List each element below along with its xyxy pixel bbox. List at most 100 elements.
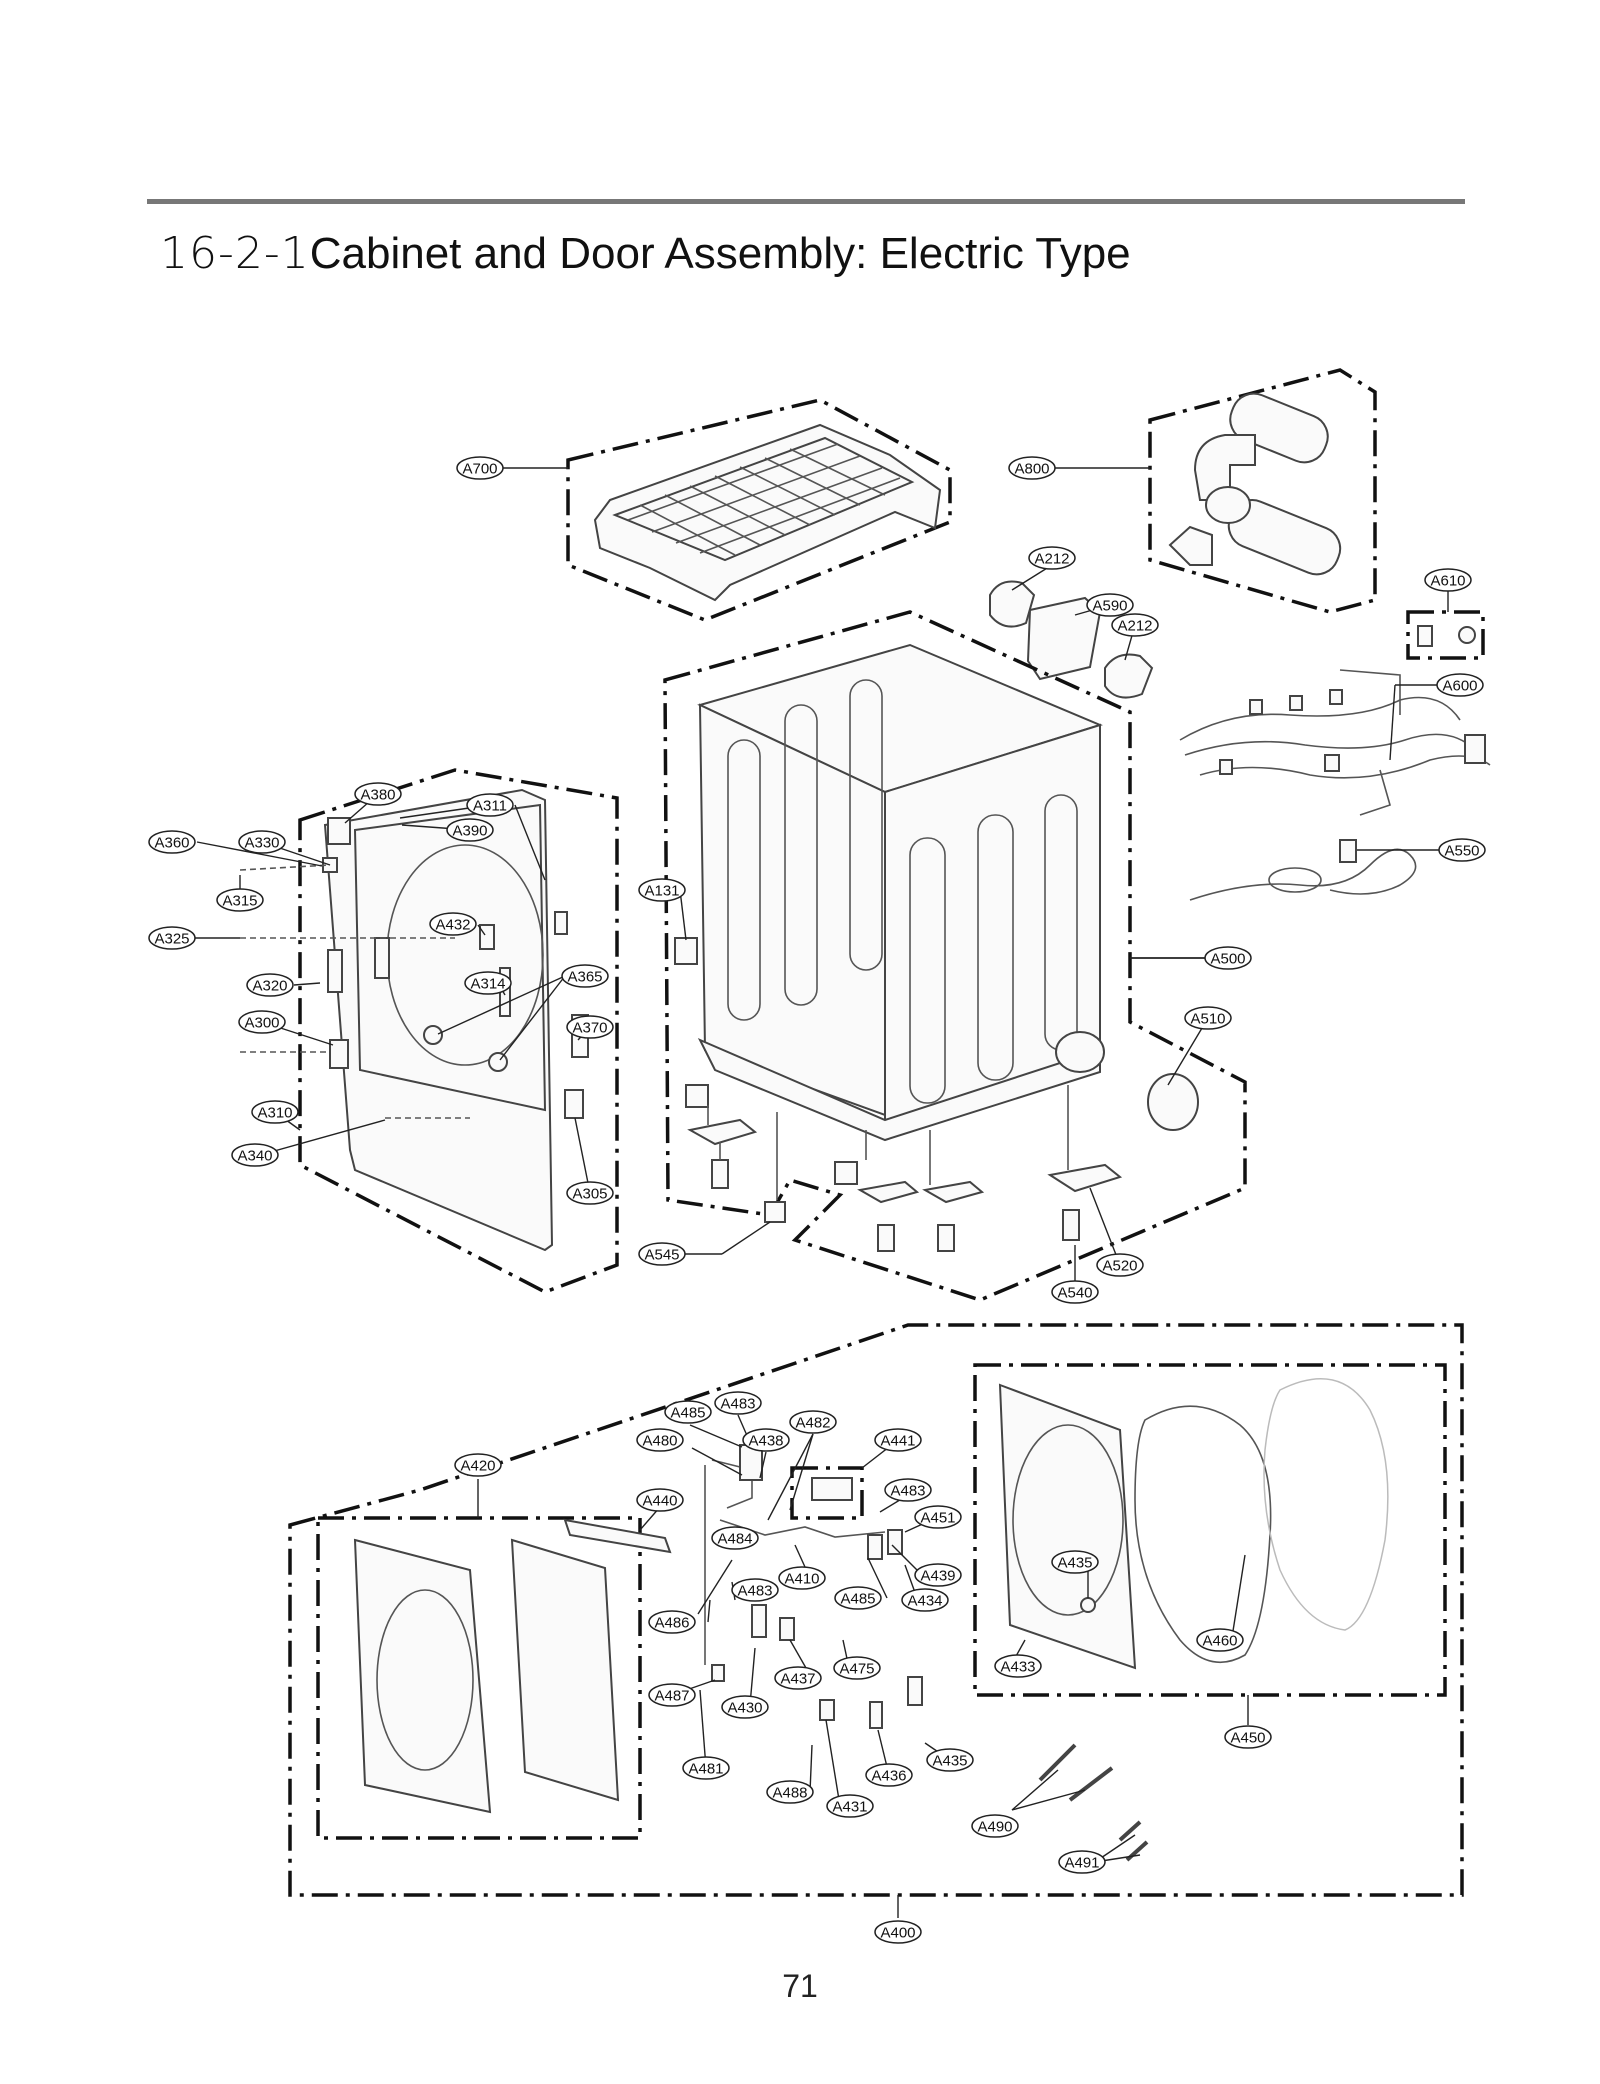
svg-text:A600: A600: [1442, 678, 1477, 695]
drying-rack-group: [566, 398, 952, 622]
callout-a490: A490: [971, 1814, 1019, 1838]
svg-text:A420: A420: [460, 1458, 495, 1475]
callout-a437: A437: [774, 1666, 822, 1690]
svg-text:A439: A439: [920, 1568, 955, 1585]
callout-a310: A310: [251, 1100, 299, 1124]
callout-a482: A482: [789, 1410, 837, 1434]
callout-a438: A438: [742, 1428, 790, 1452]
callout-a480: A480: [636, 1428, 684, 1452]
section-number: 16-2-1: [160, 228, 310, 279]
svg-text:A481: A481: [688, 1761, 723, 1778]
callout-a450: A450: [1224, 1725, 1272, 1749]
callout-a420: A420: [454, 1453, 502, 1477]
page-number: 71: [782, 1968, 818, 2004]
svg-text:A520: A520: [1102, 1258, 1137, 1275]
page-title: 16-2-1Cabinet and Door Assembly: Electri…: [160, 228, 1131, 279]
svg-text:A360: A360: [154, 835, 189, 852]
svg-text:A485: A485: [670, 1405, 705, 1422]
callout-a212: A212: [1111, 613, 1159, 637]
callout-a545: A545: [638, 1242, 686, 1266]
svg-text:A437: A437: [780, 1671, 815, 1688]
svg-text:A410: A410: [784, 1571, 819, 1588]
callout-a432: A432: [429, 912, 477, 936]
callout-a430: A430: [721, 1695, 769, 1719]
svg-text:A540: A540: [1057, 1285, 1092, 1302]
svg-text:A310: A310: [257, 1105, 292, 1122]
callout-a305: A305: [566, 1181, 614, 1205]
callout-a433: A433: [994, 1654, 1042, 1678]
svg-text:A610: A610: [1430, 573, 1465, 590]
svg-text:A800: A800: [1014, 461, 1049, 478]
callout-a325: A325: [148, 926, 196, 950]
callout-a510: A510: [1184, 1006, 1232, 1030]
svg-text:A550: A550: [1444, 843, 1479, 860]
callout-a380: A380: [354, 782, 402, 806]
callout-a330: A330: [238, 830, 286, 854]
round-cover-a510: [1147, 1073, 1199, 1131]
door-assembly-group: [288, 1323, 1464, 1897]
svg-text:A431: A431: [832, 1799, 867, 1816]
svg-text:A435: A435: [1057, 1555, 1092, 1572]
svg-text:A432: A432: [435, 917, 470, 934]
callout-a212: A212: [1028, 546, 1076, 570]
callout-a485: A485: [664, 1400, 712, 1424]
svg-text:A380: A380: [360, 787, 395, 804]
callout-a435: A435: [926, 1748, 974, 1772]
svg-text:A487: A487: [654, 1688, 689, 1705]
svg-text:A435: A435: [932, 1753, 967, 1770]
callout-a390: A390: [446, 818, 494, 842]
cabinet-group: [663, 610, 1247, 1302]
callout-a540: A540: [1051, 1280, 1099, 1304]
svg-text:A475: A475: [839, 1661, 874, 1678]
svg-text:A450: A450: [1230, 1730, 1265, 1747]
svg-text:A314: A314: [470, 976, 505, 993]
hinge-brackets: [989, 580, 1154, 699]
svg-text:A370: A370: [572, 1020, 607, 1037]
svg-text:A433: A433: [1000, 1659, 1035, 1676]
callout-a131: A131: [638, 878, 686, 902]
callout-a314: A314: [464, 971, 512, 995]
svg-text:A500: A500: [1210, 951, 1245, 968]
svg-text:A315: A315: [222, 893, 257, 910]
callout-a800: A800: [1008, 456, 1056, 480]
power-cord: [1189, 839, 1417, 901]
wire-harness: [1179, 669, 1491, 816]
svg-text:A482: A482: [795, 1415, 830, 1432]
callout-a441: A441: [874, 1428, 922, 1452]
svg-text:A483: A483: [737, 1583, 772, 1600]
callout-a700: A700: [456, 456, 504, 480]
callout-a483: A483: [731, 1578, 779, 1602]
svg-text:A491: A491: [1064, 1855, 1099, 1872]
svg-text:A300: A300: [244, 1015, 279, 1032]
svg-text:A486: A486: [654, 1615, 689, 1632]
callout-a485: A485: [834, 1586, 882, 1610]
callout-a550: A550: [1438, 838, 1486, 862]
a610-group: [1406, 610, 1485, 660]
svg-text:A483: A483: [890, 1483, 925, 1500]
callout-a475: A475: [833, 1656, 881, 1680]
callout-a440: A440: [636, 1488, 684, 1512]
front-panel-group: [239, 768, 619, 1294]
callout-a400: A400: [874, 1920, 922, 1944]
svg-text:A485: A485: [840, 1591, 875, 1608]
callout-a439: A439: [914, 1563, 962, 1587]
svg-text:A212: A212: [1117, 618, 1152, 635]
callout-a590: A590: [1086, 593, 1134, 617]
svg-text:A340: A340: [237, 1148, 272, 1165]
callout-a460: A460: [1196, 1628, 1244, 1652]
callout-a360: A360: [148, 830, 196, 854]
callout-a483: A483: [884, 1478, 932, 1502]
callout-a491: A491: [1058, 1850, 1106, 1874]
svg-text:A460: A460: [1202, 1633, 1237, 1650]
svg-text:A131: A131: [644, 883, 679, 900]
svg-text:A483: A483: [720, 1396, 755, 1413]
svg-text:A488: A488: [772, 1785, 807, 1802]
svg-text:A480: A480: [642, 1433, 677, 1450]
callout-a436: A436: [865, 1763, 913, 1787]
svg-text:A545: A545: [644, 1247, 679, 1264]
callout-a300: A300: [238, 1010, 286, 1034]
svg-text:A441: A441: [880, 1433, 915, 1450]
svg-text:A510: A510: [1190, 1011, 1225, 1028]
svg-text:A330: A330: [244, 835, 279, 852]
